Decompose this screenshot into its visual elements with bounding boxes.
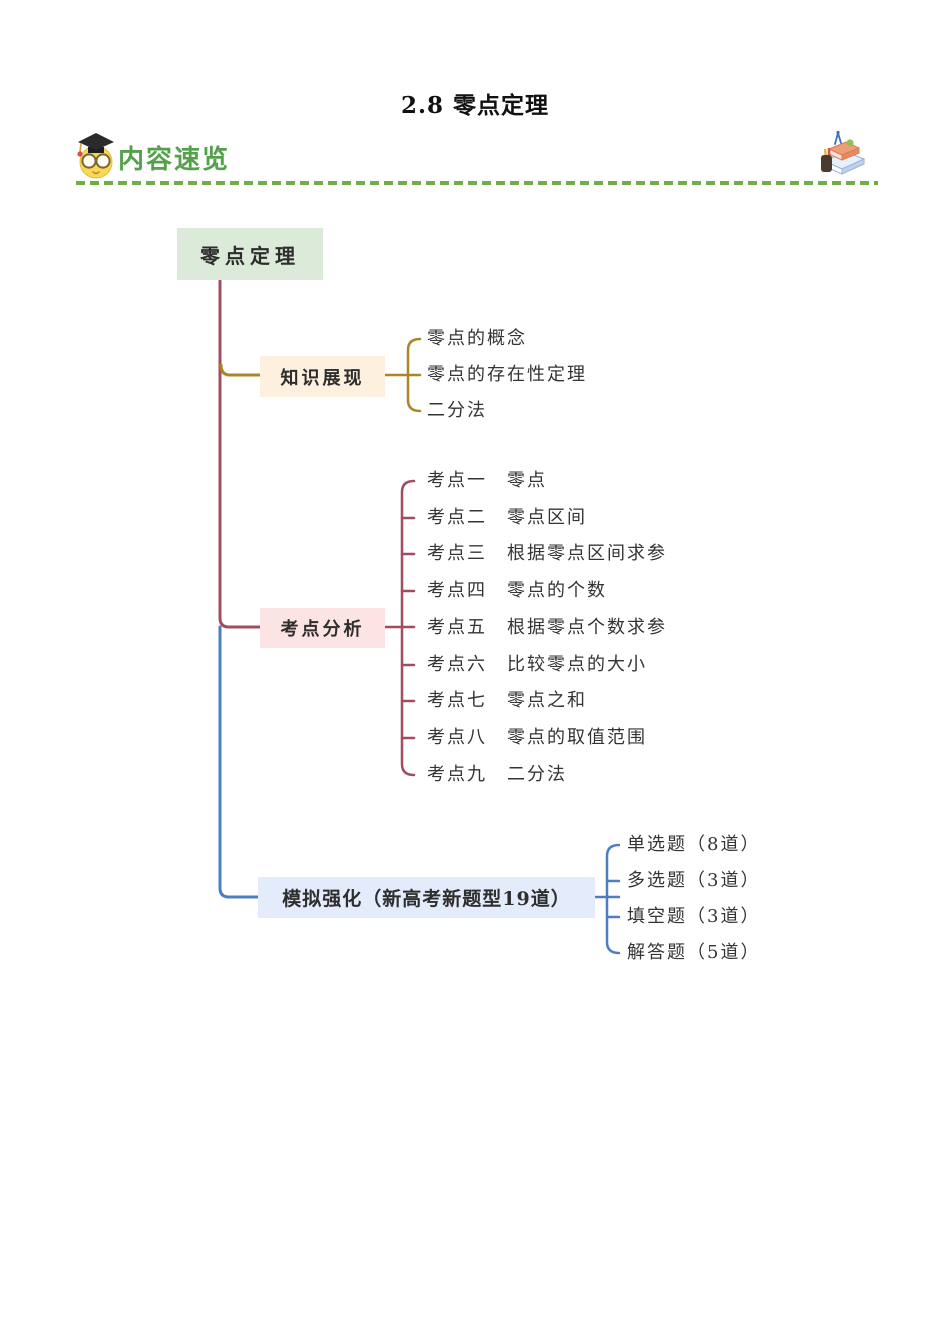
knowledge-bracket bbox=[406, 337, 422, 413]
mindmap-leaf: 考点八 零点的取值范围 bbox=[427, 727, 647, 748]
section-title: 内容速览 bbox=[118, 145, 231, 175]
trunk-upper-line bbox=[218, 279, 262, 629]
mindmap-leaf: 多选题（3道） bbox=[627, 870, 761, 891]
mindmap-connectors bbox=[218, 279, 621, 955]
knowledge-branch-line bbox=[219, 363, 262, 377]
mindmap-leaf: 考点六 比较零点的大小 bbox=[427, 654, 647, 675]
mindmap-leaf: 零点的存在性定理 bbox=[427, 364, 587, 385]
mindmap-leaf: 考点三 根据零点区间求参 bbox=[427, 543, 667, 564]
owl-graduate-icon bbox=[77, 133, 114, 179]
mindmap-branch-exam-points: 考点分析 bbox=[260, 608, 385, 648]
mindmap-leaf: 考点四 零点的个数 bbox=[427, 580, 607, 601]
mindmap-root-node: 零点定理 bbox=[177, 228, 323, 280]
exam-bracket-stubs bbox=[400, 516, 416, 740]
practice-bracket bbox=[605, 843, 621, 955]
mindmap-branch-practice: 模拟强化（新高考新题型19道） bbox=[258, 877, 595, 918]
mindmap-leaf: 考点五 根据零点个数求参 bbox=[427, 617, 667, 638]
exam-bracket bbox=[400, 479, 416, 777]
page-title: 2.8 零点定理 bbox=[400, 92, 550, 119]
mindmap-leaf: 单选题（8道） bbox=[627, 834, 761, 855]
mindmap-leaf: 考点七 零点之和 bbox=[427, 690, 587, 711]
mindmap-leaf: 考点二 零点区间 bbox=[427, 507, 587, 528]
mindmap-leaf: 二分法 bbox=[427, 400, 487, 421]
books-stack-icon bbox=[821, 130, 866, 175]
dashed-divider bbox=[76, 181, 878, 185]
mindmap-leaf: 考点一 零点 bbox=[427, 470, 547, 491]
mindmap-leaf: 考点九 二分法 bbox=[427, 764, 567, 785]
mindmap-branch-knowledge: 知识展现 bbox=[260, 356, 385, 397]
trunk-lower-line bbox=[218, 625, 260, 899]
practice-bracket-stubs bbox=[605, 879, 621, 919]
mindmap-leaf: 零点的概念 bbox=[427, 328, 527, 349]
section-header: 内容速览 bbox=[0, 0, 950, 200]
mindmap-leaf: 填空题（3道） bbox=[627, 906, 761, 927]
mindmap-leaf: 解答题（5道） bbox=[627, 942, 761, 963]
